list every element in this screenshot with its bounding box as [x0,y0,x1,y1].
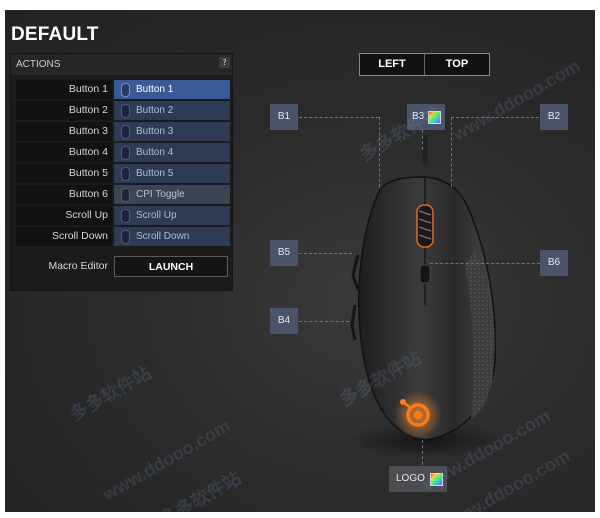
callout-logo-label: LOGO [396,473,425,484]
action-assignment-button-6[interactable]: CPI Toggle [114,185,230,204]
action-assignment-label: Button 3 [136,126,174,137]
callout-b1[interactable]: B1 [270,104,298,130]
action-row: Button 2 Button 2 [16,101,230,120]
b2-leader [451,117,539,118]
callout-b5[interactable]: B5 [270,240,298,266]
b2-leader-vertical [451,117,452,187]
action-row-name: Button 4 [16,143,112,162]
logo-ring [406,403,430,427]
b5-leader [299,253,352,254]
cpi-button [419,264,431,284]
callout-b2[interactable]: B2 [540,104,568,130]
action-assignment-button-4[interactable]: Button 4 [114,143,230,162]
page-title: DEFAULT [11,24,99,45]
action-row: Button 4 Button 4 [16,143,230,162]
mouse-grip [465,250,495,420]
action-row-name: Button 2 [16,101,112,120]
b1-leader [299,117,379,118]
b3-leader [422,130,423,150]
watermark: 多多软件站 [66,362,155,426]
callout-b3-label: B3 [412,111,425,122]
side-button-front [351,254,360,291]
action-row: Button 5 Button 5 [16,164,230,183]
action-assignment-label: CPI Toggle [136,189,185,200]
action-row: Button 1 Button 1 [16,80,230,99]
action-assignment-label: Button 4 [136,147,174,158]
callout-b3[interactable]: B3 [407,104,445,130]
action-assignment-scroll-down[interactable]: Scroll Down [114,227,230,246]
callout-b4[interactable]: B4 [270,308,298,334]
rgb-color-icon [428,111,441,124]
mouse-icon [121,146,130,160]
action-row-name: Button 5 [16,164,112,183]
action-assignment-button-2[interactable]: Button 2 [114,101,230,120]
macro-editor-label: Macro Editor [48,260,108,272]
mouse-icon [121,104,130,118]
macro-editor-row: Macro Editor LAUNCH [16,254,230,279]
callout-logo[interactable]: LOGO [389,466,447,492]
b6-leader [430,263,540,264]
logo-center [414,411,422,419]
actions-panel: ACTIONS ? Button 1 Button 1 Button 2 But… [10,53,233,291]
mouse-icon [121,188,130,202]
mouse-icon [121,125,130,139]
actions-header-label: ACTIONS [16,59,61,70]
action-row-name: Scroll Down [16,227,112,246]
action-row: Button 3 Button 3 [16,122,230,141]
action-row-name: Button 1 [16,80,112,99]
action-assignment-scroll-up[interactable]: Scroll Up [114,206,230,225]
b4-leader [299,321,349,322]
help-icon[interactable]: ? [219,57,230,68]
action-row: Scroll Down Scroll Down [16,227,230,246]
action-row: Scroll Up Scroll Up [16,206,230,225]
view-toggle: LEFT TOP [359,53,490,76]
action-row-name: Scroll Up [16,206,112,225]
mouse-icon [121,167,130,181]
action-assignment-label: Button 1 [136,84,174,95]
action-row-name: Button 3 [16,122,112,141]
b1-leader-vertical [379,117,380,187]
action-assignment-button-5[interactable]: Button 5 [114,164,230,183]
rgb-color-icon [430,473,443,486]
callout-b6[interactable]: B6 [540,250,568,276]
scroll-wheel [416,204,434,248]
logo-stroke [402,401,412,409]
action-row: Button 6 CPI Toggle [16,185,230,204]
action-assignment-button-3[interactable]: Button 3 [114,122,230,141]
actions-header: ACTIONS ? [11,54,232,75]
view-top-button[interactable]: TOP [445,58,469,70]
action-assignment-button-1[interactable]: Button 1 [114,80,230,99]
mouse-icon [121,209,130,223]
view-left-button[interactable]: LEFT [360,54,425,75]
scroll-wheel-ridges [418,210,432,240]
action-row-name: Button 6 [16,185,112,204]
mouse-image [345,135,505,458]
mouse-icon [121,230,130,244]
mouse-icon [121,83,130,97]
launch-button[interactable]: LAUNCH [114,256,228,277]
action-assignment-label: Button 2 [136,105,174,116]
side-button-back [350,304,357,341]
config-window: DEFAULT ACTIONS ? Button 1 Button 1 Butt… [5,10,595,512]
action-assignment-label: Button 5 [136,168,174,179]
action-assignment-label: Scroll Down [136,231,190,242]
logo-leader [422,440,423,470]
action-assignment-label: Scroll Up [136,210,177,221]
